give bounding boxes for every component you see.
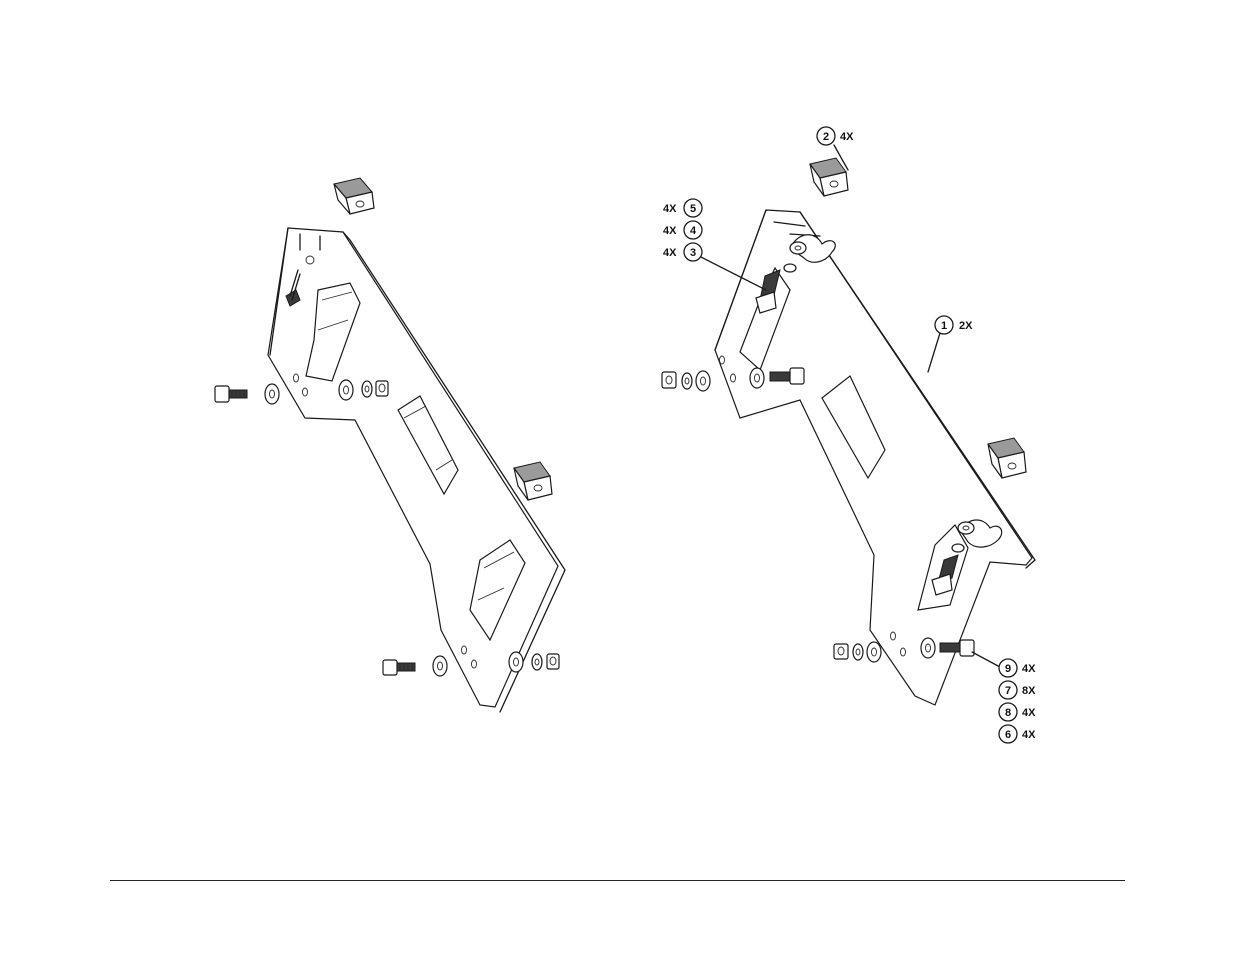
callout-4: 4X 4 bbox=[663, 221, 702, 239]
callout-8: 8 4X bbox=[999, 703, 1036, 721]
svg-text:7: 7 bbox=[1005, 685, 1011, 697]
svg-text:6: 6 bbox=[1005, 729, 1011, 741]
svg-text:8X: 8X bbox=[1022, 685, 1036, 697]
svg-text:4X: 4X bbox=[1022, 729, 1036, 741]
svg-text:8: 8 bbox=[1005, 707, 1011, 719]
svg-text:3: 3 bbox=[690, 247, 696, 259]
left-bolt-upper bbox=[215, 384, 279, 404]
svg-text:4X: 4X bbox=[1022, 707, 1036, 719]
svg-text:9: 9 bbox=[1005, 663, 1011, 675]
callout-6: 6 4X bbox=[999, 725, 1036, 743]
right-nut-washers-lower bbox=[834, 642, 881, 662]
left-mid-clip-nut bbox=[514, 462, 552, 500]
svg-text:4X: 4X bbox=[840, 131, 854, 143]
left-top-clip-nut bbox=[334, 178, 374, 214]
callout-9: 9 4X bbox=[999, 659, 1036, 677]
callout-1: 1 2X bbox=[935, 316, 973, 334]
svg-text:2X: 2X bbox=[959, 320, 973, 332]
svg-text:1: 1 bbox=[941, 320, 947, 332]
left-washer-nut-lower bbox=[509, 652, 559, 672]
svg-text:4X: 4X bbox=[1022, 663, 1036, 675]
callout-3: 4X 3 bbox=[663, 243, 702, 261]
svg-text:4: 4 bbox=[690, 225, 697, 237]
left-bolt-lower bbox=[383, 656, 447, 676]
left-assembly-view bbox=[215, 178, 565, 712]
right-mid-clip-nut bbox=[988, 438, 1026, 478]
right-nut-washers-upper bbox=[662, 371, 710, 391]
svg-text:2: 2 bbox=[823, 131, 829, 143]
svg-text:5: 5 bbox=[690, 203, 696, 215]
svg-text:4X: 4X bbox=[663, 247, 677, 259]
right-assembly-view: 2 4X 4X 5 4X 4 4X 3 1 2X 9 4X bbox=[662, 127, 1036, 743]
callout-7: 7 8X bbox=[999, 681, 1036, 699]
svg-text:4X: 4X bbox=[663, 203, 677, 215]
callout-2: 2 4X bbox=[817, 127, 854, 145]
svg-text:4X: 4X bbox=[663, 225, 677, 237]
footer-rule bbox=[110, 880, 1125, 881]
callout-5: 4X 5 bbox=[663, 199, 702, 217]
right-top-clip-nut bbox=[810, 158, 848, 196]
